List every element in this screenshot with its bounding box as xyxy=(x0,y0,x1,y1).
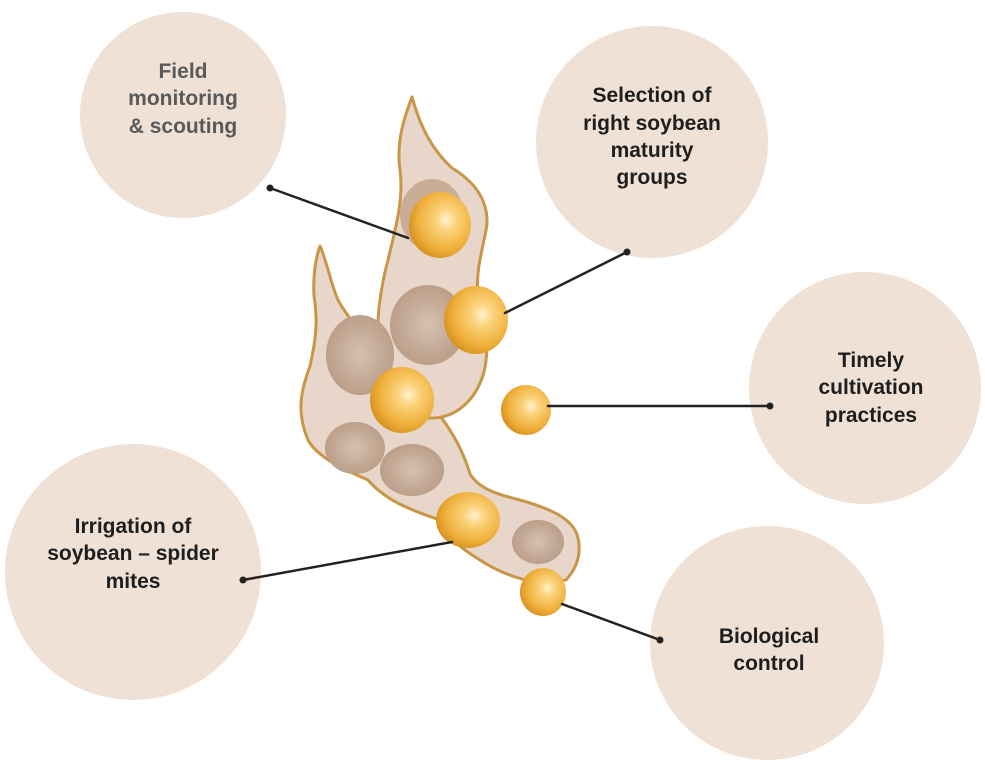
connector-dot xyxy=(240,577,247,584)
connector-field-monitoring xyxy=(270,188,408,238)
soybean-seed-loose xyxy=(520,568,566,616)
connector-dot xyxy=(624,249,631,256)
connector-dot xyxy=(267,185,274,192)
connector-dot xyxy=(767,403,774,410)
connector-dot xyxy=(657,637,664,644)
pod-cavity xyxy=(512,520,564,564)
soybean-seed xyxy=(409,192,471,258)
pod-cavity xyxy=(380,444,444,496)
soybean-seed-loose xyxy=(501,385,551,435)
soybean-seed xyxy=(436,492,500,548)
connector-irrigation xyxy=(243,542,452,580)
soybean-seed xyxy=(370,367,434,433)
connector-maturity-groups xyxy=(505,252,627,313)
connector-biological-control xyxy=(562,604,660,640)
pod-cavity xyxy=(325,422,385,474)
soybean-seed xyxy=(444,286,508,354)
